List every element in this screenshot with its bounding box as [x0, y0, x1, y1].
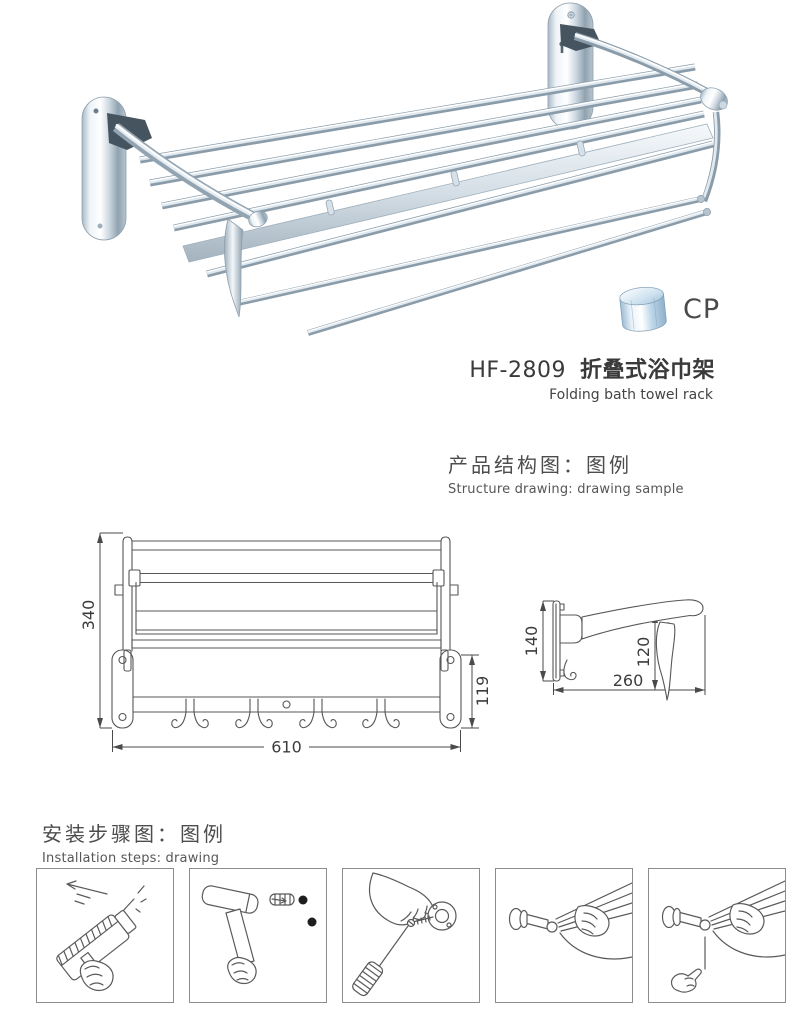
product-name-zh: 折叠式浴巾架: [579, 358, 715, 383]
finish-badge: CP: [612, 283, 720, 335]
product-model: HF-2809: [469, 358, 566, 383]
dim-front-height: 340: [79, 532, 123, 729]
product-title-block: HF-2809 折叠式浴巾架 Folding bath towel rack: [380, 352, 715, 403]
front-rail: [206, 140, 714, 278]
side-arm: [581, 599, 704, 640]
product-photo: [81, 2, 728, 336]
installation-step-4: [495, 868, 633, 1003]
structure-section-heading: 产品结构图：图例 Structure drawing: drawing samp…: [448, 449, 684, 497]
front-right-plate: [439, 649, 462, 729]
hanging-strut: [224, 218, 244, 318]
hang-rack-on-post-icon: [508, 882, 632, 960]
front-view-drawing: 340: [79, 532, 492, 757]
side-robe-hook: [563, 659, 577, 681]
product-name-en: Folding bath towel rack: [549, 387, 713, 403]
dimension-label-front-width: 610: [271, 738, 302, 757]
screwdriver-screw-flange-icon: [352, 872, 457, 997]
dimension-label-inner-height: 120: [634, 637, 653, 668]
installation-step-1: [36, 868, 174, 1003]
product-title: HF-2809 折叠式浴巾架: [380, 352, 715, 384]
electric-drill-icon: [56, 880, 147, 992]
installation-section-heading: 安装步骤图：图例 Installation steps: drawing: [42, 818, 226, 866]
hex-key-tighten-icon: [661, 880, 785, 993]
dimension-label-depth: 260: [613, 671, 644, 690]
technical-drawings: 340: [79, 532, 706, 757]
side-strut: [655, 621, 676, 701]
finish-code-label: CP: [683, 293, 721, 325]
installation-title-en: Installation steps: drawing: [42, 851, 220, 866]
dim-depth: 260: [553, 615, 706, 695]
installation-step-5: [648, 868, 786, 1003]
dimension-label-plate-height: 140: [522, 626, 541, 657]
rail-support-tabs: [325, 140, 586, 216]
chrome-cylinder-icon: [619, 286, 667, 332]
installation-steps-row: [36, 868, 786, 1003]
installation-step-2: [189, 868, 327, 1003]
dimension-label-hook-height: 119: [473, 676, 492, 707]
dim-front-width: 610: [112, 730, 461, 757]
installation-title-zh: 安装步骤图：图例: [42, 822, 226, 846]
shelf-rails: [139, 63, 714, 278]
side-view-drawing: 140 260 120: [522, 599, 706, 701]
structure-title-en: Structure drawing: drawing sample: [448, 482, 684, 497]
dimension-label-front-height: 340: [79, 600, 98, 631]
folded-shelf-panel: [182, 123, 714, 263]
left-support-arm: [112, 123, 268, 318]
dim-plate-height: 140: [522, 600, 554, 682]
side-mount-block: [559, 614, 583, 644]
right-end-arm: [573, 32, 728, 203]
structure-title-zh: 产品结构图：图例: [448, 453, 632, 477]
dim-hook-section-height: 119: [461, 654, 492, 729]
hammer-wall-anchor-icon: [201, 885, 317, 985]
wall-anchor: [269, 893, 295, 906]
front-left-plate: [111, 649, 134, 729]
installation-step-3: [342, 868, 480, 1003]
hook-row: [171, 698, 400, 729]
towel-bars: [237, 195, 711, 336]
